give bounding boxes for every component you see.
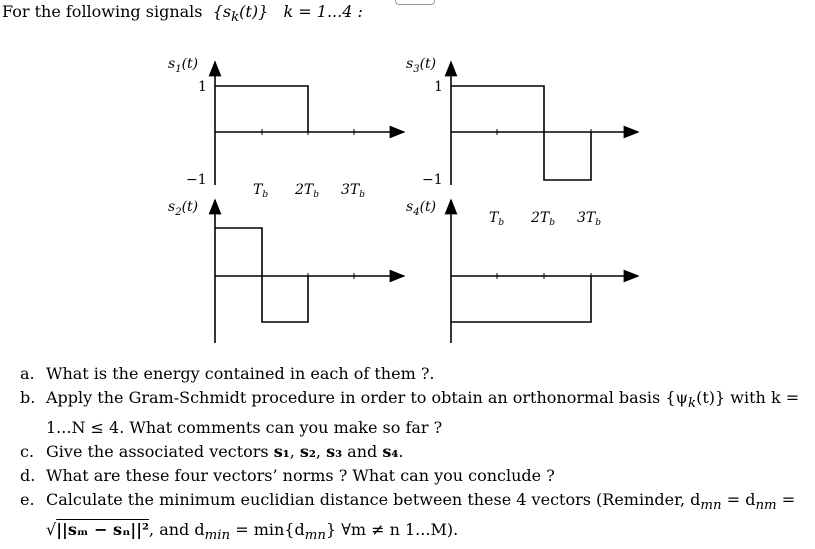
s1-waveform [215,85,309,132]
tick-label-Tb-right: Tb [489,210,504,228]
question-e-line2: √||sₘ − sₙ||², and dmin = min{dmn} ∀m ≠ … [46,520,459,544]
intro-line: For the following signals {sk(t)} k = 1.… [2,2,363,25]
question-b-line2: 1...N ≤ 4. What comments can you make so… [46,418,443,438]
s1-tick-pos: 1 [198,79,207,95]
question-e-line1: Calculate the minimum euclidian distance… [46,490,796,514]
plot-s3: s3(t) 1 −1 [406,56,640,188]
plot-s4: s4(t) [406,198,640,343]
intro-text: For the following signals [2,2,203,21]
question-c: c. Give the associated vectors s₁, s₂, s… [20,440,810,464]
signal-plots: s1(t) 1 −1 Tb 2Tb 3Tb s2(t) s3(t) 1 −1 [168,56,640,343]
question-a: a. What is the energy contained in each … [20,362,810,386]
question-d: d. What are these four vectors’ norms ? … [20,464,810,488]
question-b: b. Apply the Gram-Schmidt procedure in o… [20,386,810,440]
s3-waveform [451,85,592,181]
plot-s2: s2(t) [168,198,406,343]
question-c-text: Give the associated vectors s₁, s₂, s₃ a… [46,442,404,462]
question-b-line1: Apply the Gram-Schmidt procedure in orde… [46,388,800,412]
intro-range: k = 1...4 : [283,2,363,21]
s3-tick-pos: 1 [434,79,443,95]
s2-label: s2(t) [168,199,198,218]
s1-label: s1(t) [168,56,198,75]
intro-set: {sk(t)} [212,2,269,26]
question-a-text: What is the energy contained in each of … [46,364,435,383]
question-list: a. What is the energy contained in each … [20,362,810,549]
s4-waveform [451,276,592,323]
question-e-label: e. [20,490,35,510]
s1-tick-neg: −1 [186,172,207,188]
tick-label-2Tb: 2Tb [294,182,319,200]
question-a-label: a. [20,364,35,383]
question-c-label: c. [20,442,35,462]
tick-label-3Tb-right: 3Tb [577,210,601,228]
time-ticks-left: Tb 2Tb 3Tb [253,182,365,200]
question-b-label: b. [20,388,36,407]
tick-label-3Tb: 3Tb [341,182,365,200]
s3-label: s3(t) [406,56,436,75]
plot-s1: s1(t) 1 −1 [168,56,406,188]
s2-waveform [215,227,309,323]
question-e: e. Calculate the minimum euclidian dista… [20,488,810,548]
s3-tick-neg: −1 [422,172,443,188]
question-d-text: What are these four vectors’ norms ? Wha… [46,466,555,486]
top-edge-fragment [395,0,435,5]
s4-label: s4(t) [406,199,436,218]
time-ticks-right: Tb 2Tb 3Tb [489,210,601,228]
tick-label-2Tb-right: 2Tb [530,210,555,228]
question-d-label: d. [20,466,36,486]
tick-label-Tb: Tb [253,182,268,200]
